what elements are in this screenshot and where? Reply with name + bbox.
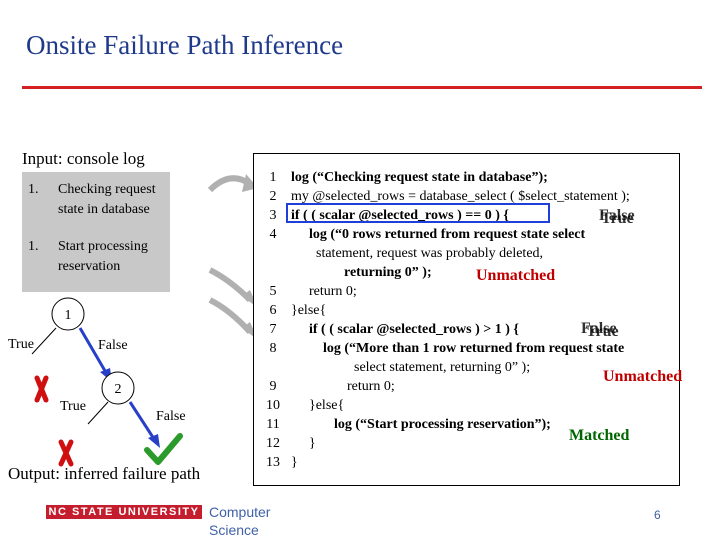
code-listing: 1 2 3 4 5 6 7 8 9 10 11 12 13 log (“Chec… (253, 153, 683, 486)
code-line: } (309, 436, 316, 451)
unmatched-label: Unmatched (603, 368, 683, 385)
code-line: statement, request was probably deleted, (316, 246, 544, 261)
line-number: 6 (269, 303, 277, 318)
code-line: log (“Checking request state in database… (291, 170, 548, 185)
edge-label-true: True (8, 337, 34, 352)
edge-label-false: False (156, 409, 186, 424)
branch-false-label: False (599, 207, 635, 224)
line-number: 3 (269, 208, 277, 223)
line-number: 13 (266, 455, 280, 470)
code-line: log (“0 rows returned from request state… (309, 227, 586, 242)
tree-edge-true-1 (31, 327, 57, 355)
department-line: Science (209, 522, 259, 538)
code-line: return 0; (347, 379, 395, 394)
line-number: 9 (269, 379, 277, 394)
branch-true-label: True (601, 210, 634, 227)
code-line: return 0; (309, 284, 357, 299)
department-line: Computer (209, 504, 271, 520)
line-number: 4 (269, 227, 277, 242)
input-label: Input: console log (22, 149, 145, 168)
department-name: Computer Science (209, 503, 289, 539)
tree-edge-false-2 (128, 401, 158, 443)
line-number: 5 (269, 284, 277, 299)
log-item-number: 1. (28, 239, 39, 254)
branch-false-label: False (581, 320, 617, 337)
university-logo: NC STATE UNIVERSITY (46, 505, 202, 519)
line-number: 11 (266, 417, 280, 432)
edge-label-false: False (98, 338, 128, 353)
tree-node-1 (51, 297, 85, 331)
arrow-head-icon (148, 434, 160, 448)
matched-label: Matched (569, 427, 630, 444)
edge-label-true: True (60, 399, 86, 414)
title-divider (22, 86, 702, 89)
tree-node-2 (101, 371, 135, 405)
line-number: 8 (269, 341, 277, 356)
log-item-text: Checking request state in database (58, 182, 156, 217)
mapping-arrows (207, 174, 258, 340)
log-item-text: Start processing reservation (58, 239, 148, 274)
code-line: }else{ (309, 398, 345, 413)
tree-edge-false-1 (78, 327, 110, 377)
line-number: 1 (269, 170, 277, 185)
code-line: log (“Start processing reservation”); (334, 417, 551, 432)
code-line: } (291, 455, 298, 470)
line-number: 10 (266, 398, 280, 413)
code-line: log (“More than 1 row returned from requ… (323, 341, 625, 356)
code-line: my @selected_rows = database_select ( $s… (291, 189, 630, 204)
slide-number: 6 (654, 508, 661, 522)
branch-true-label: True (586, 323, 619, 340)
line-number: 7 (269, 322, 277, 337)
output-label: Output: inferred failure path (8, 464, 201, 483)
code-line: select statement, returning 0” ); (354, 360, 531, 375)
condition-highlight (286, 203, 550, 223)
line-number: 12 (266, 436, 280, 451)
cross-icon (58, 439, 74, 467)
slide-title: Onsite Failure Path Inference (26, 30, 344, 60)
cross-icon (34, 375, 49, 403)
code-line: if ( ( scalar @selected_rows ) == 0 ) { (291, 208, 509, 223)
failure-path-tree: 1 2 True False True False (8, 297, 186, 467)
tree-node-2-label: 2 (115, 382, 122, 397)
check-icon (144, 433, 183, 465)
code-line: }else{ (291, 303, 327, 318)
tree-edge-true-2 (87, 401, 109, 425)
unmatched-label: Unmatched (476, 267, 556, 284)
console-log-box: 1. Checking request state in database 1.… (22, 172, 170, 292)
code-line: returning 0” ); (344, 265, 432, 280)
line-number: 2 (269, 189, 277, 204)
log-item-number: 1. (28, 182, 39, 197)
code-line: if ( ( scalar @selected_rows ) > 1 ) { (309, 322, 519, 337)
tree-node-1-label: 1 (65, 308, 72, 323)
